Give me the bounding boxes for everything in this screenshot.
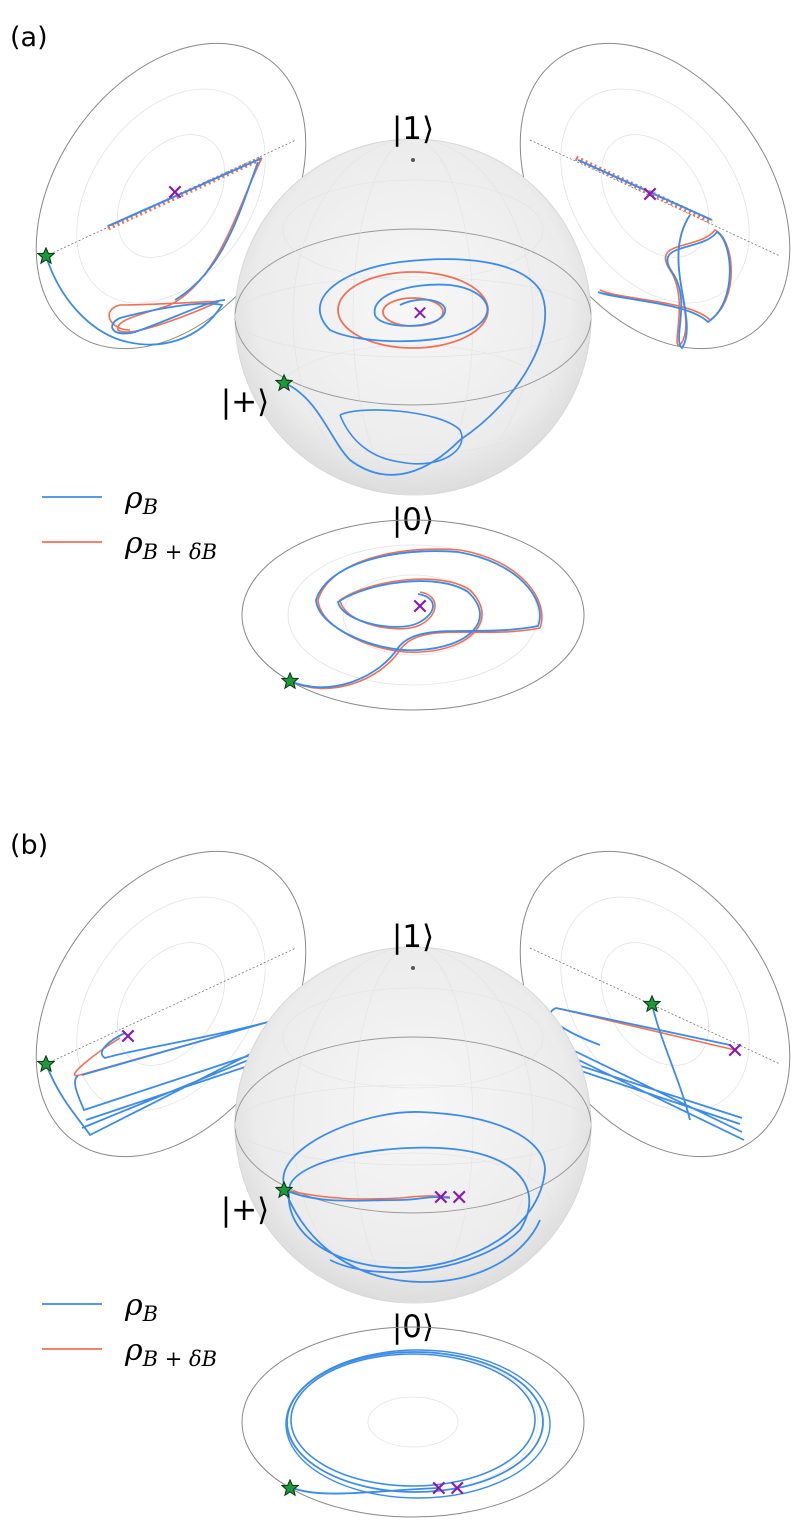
bottom-projection: ✕ [241,519,585,711]
bottom-projection: ✕✕ [241,1326,585,1518]
star-icon [37,247,55,264]
legend-entry-rho-b-db: ρB + δB [124,1333,217,1371]
cross-icon: ✕ [411,595,429,620]
legend-entry-rho-b: ρB [124,1288,158,1326]
cross-icon: ✕ [726,1039,744,1064]
panel-label: (b) [10,830,48,861]
left-projection: ✕ [35,42,307,350]
cross-icon: ✕✕ [430,1477,467,1502]
panel-label: (a) [10,22,48,53]
legend-entry-rho-b-db: ρB + δB [124,526,217,564]
bloch-sphere: ✕✕ [234,946,592,1304]
cross-icon: ✕ [412,301,429,325]
ket-plus: |+⟩ [221,1192,270,1228]
legend-entry-rho-b: ρB [124,481,158,519]
star-icon [37,1055,55,1072]
legend: ρB ρB + δB [42,481,217,564]
ket-one: |1⟩ [392,111,434,147]
star-icon [281,672,299,689]
star-icon [643,995,661,1012]
panel-b: (b) ✕ ✕ [10,830,791,1518]
cross-icon: ✕ [119,1025,137,1050]
star-icon [281,1479,299,1496]
legend: ρB ρB + δB [42,1288,217,1371]
ket-plus: |+⟩ [221,384,270,420]
bloch-sphere: ✕ [234,138,592,496]
ket-one: |1⟩ [392,919,434,955]
cross-icon: ✕ [641,183,659,208]
cross-icon: ✕✕ [432,1186,469,1211]
panel-a: (a) ✕ ✕ [10,22,791,711]
cross-icon: ✕ [166,181,184,206]
